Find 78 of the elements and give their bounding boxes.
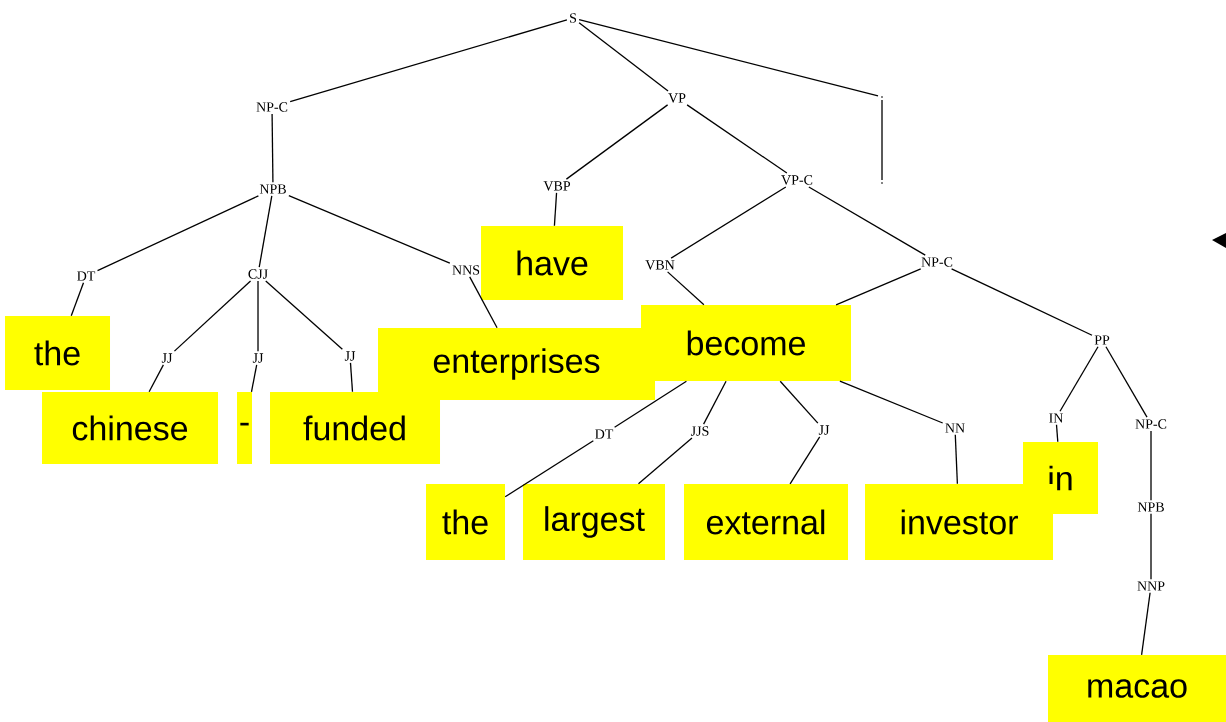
tree-branch (469, 276, 498, 329)
word-box: macao (1048, 655, 1226, 722)
tree-branch (250, 364, 258, 393)
tree-label: JJS (690, 426, 709, 436)
tree-branch (578, 18, 879, 97)
tree-branch (613, 380, 688, 428)
tree-branch (789, 436, 821, 485)
tree-branch (666, 271, 705, 306)
tree-label: JJ (252, 353, 264, 363)
word-box: the (426, 484, 505, 560)
tree-branch (808, 186, 926, 256)
tree-branch (1140, 592, 1151, 656)
tree-branch (271, 113, 274, 183)
tree-branch (173, 280, 252, 352)
node-label: become (687, 330, 805, 356)
tree-branch (96, 195, 260, 272)
tree-label: NP-C (1135, 419, 1167, 429)
tree-label: NP-C (921, 257, 953, 267)
tree-branch (954, 434, 959, 485)
tree-branch (289, 19, 568, 103)
tree-label: JJ (344, 351, 356, 361)
tree-label: PP (1094, 335, 1110, 345)
word-box: have (481, 226, 623, 300)
tree-label: DT (595, 429, 614, 439)
tree-label: NPB (1137, 502, 1164, 512)
tree-branch (265, 280, 343, 350)
tree-branch (670, 186, 787, 259)
tree-branch (1059, 346, 1099, 412)
tree-branch (779, 380, 819, 424)
tree-label: JJ (818, 425, 830, 435)
tree-label: NN (945, 423, 965, 433)
tree-branch (686, 104, 788, 174)
tree-branch (578, 22, 669, 92)
tree-branch (839, 380, 944, 424)
tree-label: VBP (543, 181, 571, 191)
tree-label: NNS (452, 265, 480, 275)
tree-branch (702, 380, 727, 425)
node-label: the (34, 340, 80, 366)
word-box: become (641, 305, 851, 381)
word-box: - (237, 392, 252, 464)
tree-label: IN (1049, 413, 1064, 423)
tree-branch (70, 282, 85, 317)
tree-label: NP-C (256, 102, 288, 112)
word-box: external (684, 484, 848, 560)
tree-branch (349, 362, 354, 393)
tree-label: VP-C (781, 175, 813, 185)
tree-label: . (881, 96, 883, 98)
tree-branch (258, 195, 273, 268)
tree-branch (565, 104, 669, 180)
word-box: enterprises (378, 328, 655, 400)
tree-branch (148, 364, 165, 393)
tree-branch (835, 268, 922, 306)
tree-branch (288, 194, 451, 264)
word-box: chinese (42, 392, 218, 464)
tree-branch (1105, 346, 1148, 418)
word-box: funded (270, 392, 440, 464)
tree-label: NNP (1137, 581, 1165, 591)
tree-branch (504, 440, 594, 498)
tree-branch (553, 192, 558, 227)
tree-label: DT (77, 271, 96, 281)
tree-branch (257, 280, 259, 352)
tree-label: VBN (645, 260, 675, 270)
tree-branch (1150, 430, 1152, 501)
tree-branch (950, 268, 1093, 336)
tree-label: JJ (161, 353, 173, 363)
tree-branch (881, 99, 883, 181)
tree-branch (637, 437, 693, 485)
node-label: enterprises (433, 348, 600, 380)
tree-branch (1150, 513, 1152, 580)
tree-label: S (570, 13, 577, 23)
tree-label: . (881, 182, 883, 184)
tree-label: CJJ (248, 269, 268, 279)
word-box: the (5, 316, 110, 390)
tree-branch (1055, 424, 1059, 443)
word-box: largest (523, 484, 665, 560)
word-box: investor (865, 484, 1053, 560)
tree-label: NPB (259, 184, 286, 194)
tree-label: VP (668, 93, 686, 103)
